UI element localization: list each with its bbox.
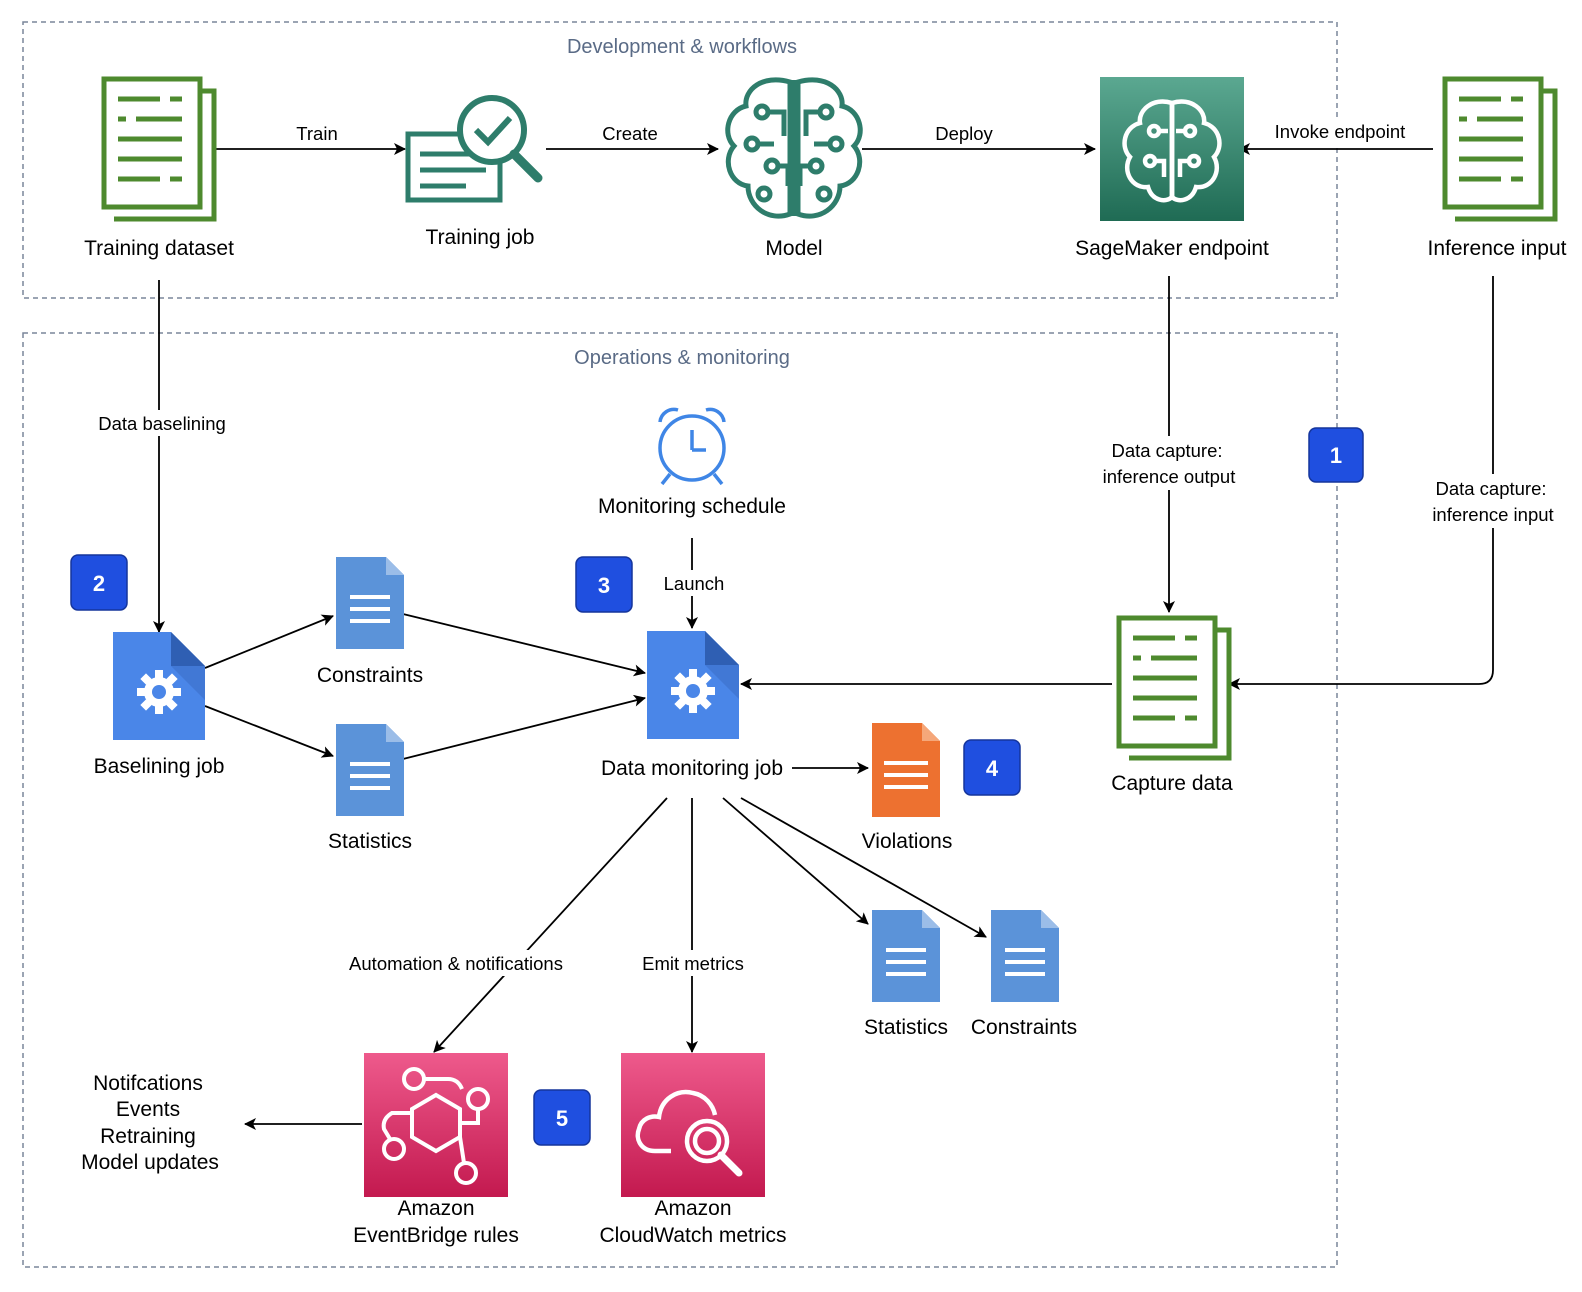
svg-text:4: 4 <box>986 756 999 781</box>
svg-text:3: 3 <box>598 573 610 598</box>
edge-monitoring-constraints <box>740 797 987 938</box>
sagemaker-endpoint-icon <box>1100 77 1244 221</box>
edge-capture-input <box>1228 276 1494 690</box>
baselining-job-icon <box>113 632 205 740</box>
edge-capture-input-label-1: Data capture: <box>1435 478 1546 499</box>
output-notifications: Notifcations <box>93 1072 203 1095</box>
edge-automation-label: Automation & notifications <box>349 953 563 974</box>
data-monitoring-job-label: Data monitoring job <box>601 757 783 780</box>
operations-group-title: Operations & monitoring <box>574 347 790 369</box>
edge-data-baselining-label: Data baselining <box>98 413 226 434</box>
badge-2: 2 <box>70 554 128 611</box>
badge-3: 3 <box>575 556 633 613</box>
edge-deploy-label: Deploy <box>935 123 993 144</box>
capture-data-icon <box>1116 615 1232 761</box>
violations-icon <box>872 723 940 817</box>
development-group <box>22 21 1338 299</box>
edge-create-label: Create <box>602 123 658 144</box>
cloudwatch-label-2: CloudWatch metrics <box>599 1224 786 1247</box>
edge-baseline-statistics <box>204 705 334 758</box>
development-group-title: Development & workflows <box>567 36 797 58</box>
svg-text:5: 5 <box>556 1106 568 1131</box>
cloudwatch-label-1: Amazon <box>654 1197 731 1220</box>
training-job-icon <box>405 95 543 203</box>
badge-4: 4 <box>963 739 1021 796</box>
statistics-bottom-icon <box>872 910 940 1002</box>
model-label: Model <box>765 237 822 260</box>
edge-capture-output-label-1: Data capture: <box>1111 440 1222 461</box>
edge-capture-output-label-2: inference output <box>1103 466 1236 487</box>
model-icon <box>725 77 863 219</box>
statistics-top-label: Statistics <box>328 830 412 853</box>
data-monitoring-job-icon <box>647 631 739 739</box>
output-events: Events <box>116 1098 180 1121</box>
edge-baseline-constraints <box>204 614 334 669</box>
output-model-updates: Model updates <box>81 1151 219 1174</box>
edge-launch-label: Launch <box>664 573 725 594</box>
alarm-clock-icon <box>658 407 726 486</box>
edge-capture-input-label-2: inference input <box>1432 504 1553 525</box>
inference-input-icon <box>1442 76 1558 222</box>
training-dataset-icon <box>101 76 217 222</box>
statistics-bottom-label: Statistics <box>864 1016 948 1039</box>
edge-statistics-monitoring <box>402 694 646 760</box>
baselining-job-label: Baselining job <box>94 755 225 778</box>
sagemaker-endpoint-label: SageMaker endpoint <box>1075 237 1269 260</box>
training-job-label: Training job <box>426 226 535 249</box>
svg-text:2: 2 <box>93 571 105 596</box>
statistics-top-icon <box>336 724 404 816</box>
output-retraining: Retraining <box>100 1125 196 1148</box>
edge-emit-metrics-label: Emit metrics <box>642 953 744 974</box>
constraints-bottom-label: Constraints <box>971 1016 1077 1039</box>
edge-invoke-label: Invoke endpoint <box>1275 121 1406 142</box>
cloudwatch-icon <box>621 1053 765 1197</box>
capture-data-label: Capture data <box>1111 772 1233 795</box>
edge-constraints-monitoring <box>402 613 646 677</box>
operations-group <box>22 332 1338 1268</box>
constraints-bottom-icon <box>991 910 1059 1002</box>
eventbridge-label-2: EventBridge rules <box>353 1224 519 1247</box>
svg-text:1: 1 <box>1330 443 1342 468</box>
edge-automation <box>433 797 668 1053</box>
violations-label: Violations <box>862 830 953 853</box>
monitoring-schedule-label: Monitoring schedule <box>598 495 786 518</box>
edge-monitoring-statistics <box>722 797 869 925</box>
eventbridge-icon <box>364 1053 508 1197</box>
badge-5: 5 <box>533 1089 591 1146</box>
inference-input-label: Inference input <box>1428 237 1567 260</box>
eventbridge-label-1: Amazon <box>397 1197 474 1220</box>
constraints-top-label: Constraints <box>317 664 423 687</box>
constraints-top-icon <box>336 557 404 649</box>
training-dataset-label: Training dataset <box>84 237 234 260</box>
badge-1: 1 <box>1308 427 1364 483</box>
edge-train-label: Train <box>296 123 337 144</box>
